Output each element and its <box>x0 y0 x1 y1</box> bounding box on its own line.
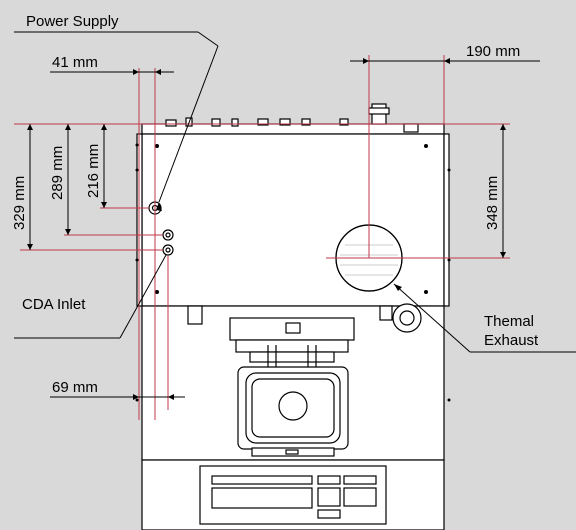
dimension-41mm-label: 41 mm <box>52 54 98 71</box>
main-enclosure <box>141 133 445 307</box>
cda-inlet-label: CDA Inlet <box>22 296 86 313</box>
machine-top-view <box>136 103 450 530</box>
thermal-exhaust-label-line2: Exhaust <box>484 332 539 349</box>
dimension-348mm-label: 348 mm <box>484 176 501 230</box>
right-rail <box>443 133 450 307</box>
dimension-216mm-label: 216 mm <box>85 144 102 198</box>
arrowheads <box>27 58 506 400</box>
thermal-exhaust-label-line1: Themal <box>484 313 534 330</box>
dimension-289mm-label: 289 mm <box>49 146 66 200</box>
dimension-190mm-label: 190 mm <box>466 43 520 60</box>
dimension-lines <box>14 55 510 420</box>
fastener-dots <box>135 143 451 402</box>
power-supply-label: Power Supply <box>26 13 119 30</box>
rear-connectors <box>165 103 419 133</box>
dimension-69mm-label: 69 mm <box>52 379 98 396</box>
display-center-ring <box>278 391 308 421</box>
dimension-329mm-label: 329 mm <box>11 176 28 230</box>
